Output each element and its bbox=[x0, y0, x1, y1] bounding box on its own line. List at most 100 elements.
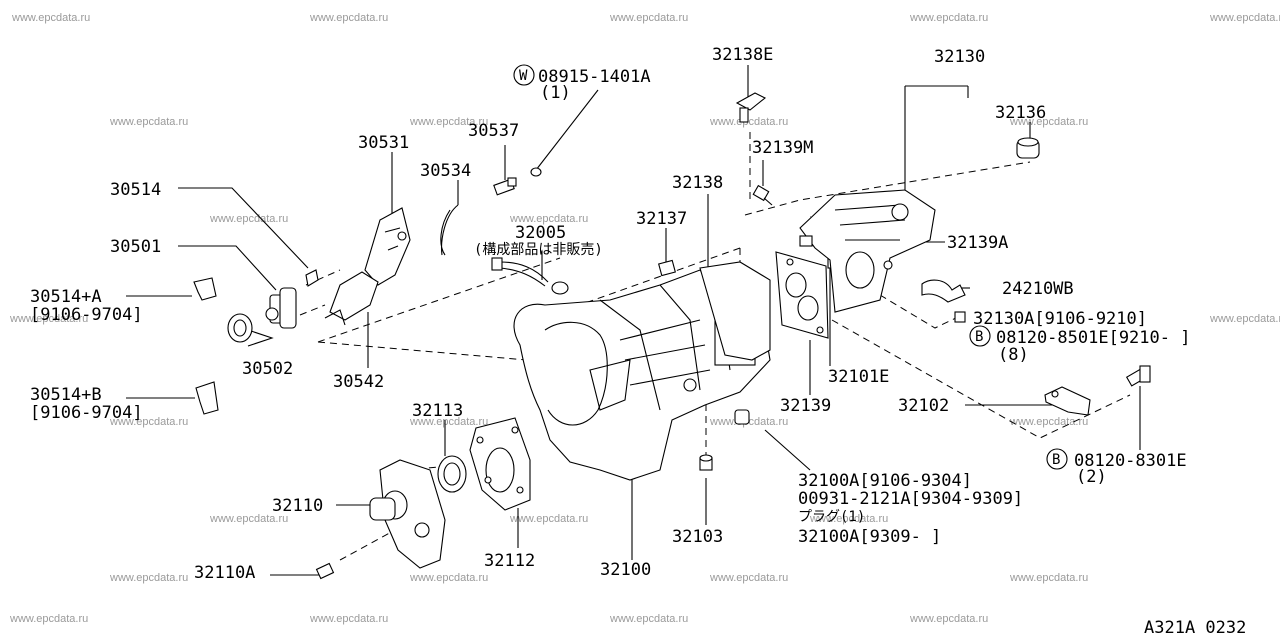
watermark: www.epcdata.ru bbox=[409, 572, 488, 584]
watermark: www.epcdata.ru bbox=[9, 313, 88, 325]
watermark: www.epcdata.ru bbox=[1009, 116, 1088, 128]
front-cover-32110 bbox=[369, 459, 446, 569]
label-32110: 32110 bbox=[272, 496, 323, 516]
watermark: www.epcdata.ru bbox=[109, 116, 188, 128]
w-symbol: W bbox=[519, 68, 528, 84]
label-08915-qty: (1) bbox=[540, 83, 571, 103]
watermark: www.epcdata.ru bbox=[709, 572, 788, 584]
watermark-layer: www.epcdata.ru www.epcdata.ru www.epcdat… bbox=[9, 12, 1280, 625]
label-32005: 32005 bbox=[515, 223, 566, 243]
bolt-08120-8301e bbox=[1125, 365, 1151, 387]
spring-30534 bbox=[440, 204, 459, 256]
clip-30514b bbox=[195, 381, 219, 415]
watermark: www.epcdata.ru bbox=[9, 613, 88, 625]
labels: W 08915-1401A (1) 32138E 32130 32136 305… bbox=[30, 45, 1246, 638]
b-symbol: B bbox=[975, 329, 983, 345]
label-30514b-date: [9106-9704] bbox=[30, 403, 143, 423]
watermark: www.epcdata.ru bbox=[609, 613, 688, 625]
label-08120-8501e-qty: (8) bbox=[998, 345, 1029, 365]
watermark: www.epcdata.ru bbox=[409, 416, 488, 428]
bracket-24210wb bbox=[921, 279, 966, 303]
gasket-32112 bbox=[469, 417, 531, 511]
b-symbol-circle bbox=[969, 325, 991, 347]
label-00931-2121a: 00931-2121A[9304-9309] bbox=[798, 489, 1023, 509]
watermark: www.epcdata.ru bbox=[909, 613, 988, 625]
label-32100: 32100 bbox=[600, 560, 651, 580]
watermark: www.epcdata.ru bbox=[209, 513, 288, 525]
plug-30537 bbox=[493, 177, 517, 196]
label-32139: 32139 bbox=[780, 396, 831, 416]
b-symbol-circle bbox=[1046, 448, 1068, 470]
watermark: www.epcdata.ru bbox=[1009, 572, 1088, 584]
label-32100a-2: 32100A[9309- ] bbox=[798, 527, 941, 547]
bolt-32110a bbox=[315, 562, 335, 580]
label-32101e: 32101E bbox=[828, 367, 889, 387]
bolt-32139a bbox=[799, 235, 813, 247]
watermark: www.epcdata.ru bbox=[309, 12, 388, 24]
watermark: www.epcdata.ru bbox=[709, 116, 788, 128]
watermark: www.epcdata.ru bbox=[509, 213, 588, 225]
label-30537: 30537 bbox=[468, 121, 519, 141]
label-30514: 30514 bbox=[110, 180, 161, 200]
label-32130a: 32130A[9106-9210] bbox=[973, 309, 1147, 329]
label-32100a-1: 32100A[9106-9304] bbox=[798, 471, 972, 491]
label-32103: 32103 bbox=[672, 527, 723, 547]
label-30514b: 30514+B bbox=[30, 385, 102, 405]
drain-plug-32103 bbox=[699, 454, 713, 471]
watermark: www.epcdata.ru bbox=[209, 213, 288, 225]
label-plug: プラグ(1) bbox=[798, 509, 865, 525]
gasket-32139 bbox=[775, 251, 829, 339]
watermark: www.epcdata.ru bbox=[11, 12, 90, 24]
lever-30531 bbox=[364, 207, 411, 286]
label-30514a: 30514+A bbox=[30, 287, 102, 307]
w-symbol-circle bbox=[513, 64, 535, 86]
label-24210wb: 24210WB bbox=[1002, 279, 1074, 299]
watermark: www.epcdata.ru bbox=[1209, 313, 1280, 325]
release-bearing-30501 bbox=[265, 287, 297, 329]
label-32138: 32138 bbox=[672, 173, 723, 193]
label-32112: 32112 bbox=[484, 551, 535, 571]
watermark: www.epcdata.ru bbox=[809, 513, 888, 525]
bolt-32139m bbox=[752, 184, 773, 206]
bracket-32102 bbox=[1044, 386, 1091, 416]
label-30501: 30501 bbox=[110, 237, 161, 257]
label-32136: 32136 bbox=[995, 103, 1046, 123]
label-32139a: 32139A bbox=[947, 233, 1008, 253]
label-08120-8501e: 08120-8501E[9210- ] bbox=[996, 328, 1190, 348]
watermark: www.epcdata.ru bbox=[609, 12, 688, 24]
label-32102: 32102 bbox=[898, 396, 949, 416]
label-32138e: 32138E bbox=[712, 45, 773, 65]
label-08120-8301e: 08120-8301E bbox=[1074, 451, 1187, 471]
label-30514a-date: [9106-9704] bbox=[30, 305, 143, 325]
breather-32138e bbox=[735, 92, 767, 123]
watermark: www.epcdata.ru bbox=[409, 116, 488, 128]
watermark: www.epcdata.ru bbox=[1209, 12, 1280, 24]
watermark: www.epcdata.ru bbox=[1009, 416, 1088, 428]
b-symbol: B bbox=[1052, 452, 1060, 468]
label-32113: 32113 bbox=[412, 401, 463, 421]
sensor-32137 bbox=[658, 259, 676, 277]
pivot-30542 bbox=[324, 271, 379, 326]
clip-30514 bbox=[305, 269, 319, 287]
label-08915-1401a: 08915-1401A bbox=[538, 67, 651, 87]
label-32005-note: (構成部品は非販売) bbox=[474, 242, 603, 258]
sleeve-30502 bbox=[227, 313, 253, 343]
label-32110a: 32110A bbox=[194, 563, 255, 583]
label-32137: 32137 bbox=[636, 209, 687, 229]
label-30534: 30534 bbox=[420, 161, 471, 181]
plug-32136 bbox=[1016, 137, 1040, 159]
plug-32100a bbox=[734, 409, 750, 425]
diagram-code: A321A 0232 bbox=[1144, 618, 1246, 638]
label-32130: 32130 bbox=[934, 47, 985, 67]
adapter-32130 bbox=[799, 189, 936, 313]
watermark: www.epcdata.ru bbox=[909, 12, 988, 24]
label-08120-8301e-qty: (2) bbox=[1076, 467, 1107, 487]
harness-32005 bbox=[491, 257, 569, 295]
label-32139m: 32139M bbox=[752, 138, 813, 158]
clip-30514a bbox=[193, 277, 217, 301]
housing-32138 bbox=[699, 261, 771, 361]
label-30531: 30531 bbox=[358, 133, 409, 153]
label-30542: 30542 bbox=[333, 372, 384, 392]
watermark: www.epcdata.ru bbox=[509, 513, 588, 525]
